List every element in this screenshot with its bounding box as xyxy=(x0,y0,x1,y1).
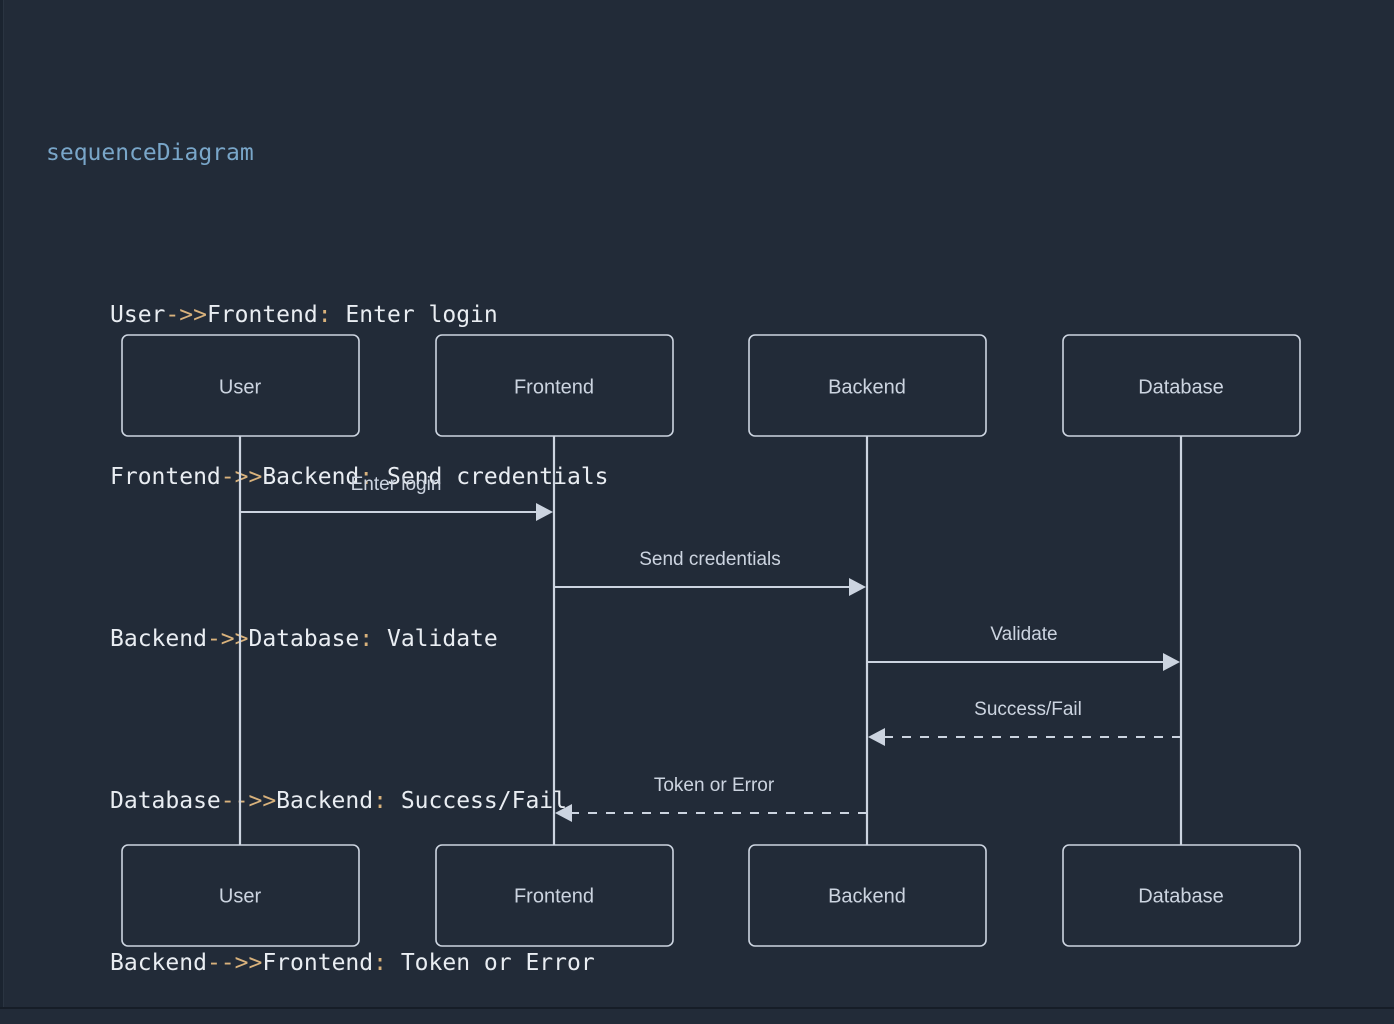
code-colon: : xyxy=(317,302,332,328)
code-line-5: Backend-->>Frontend: Token or Error xyxy=(46,943,609,984)
message-label: Enter login xyxy=(351,474,442,495)
arrowhead-right-icon xyxy=(536,503,553,521)
code-actor-from: Backend xyxy=(110,626,207,652)
actor-rect[interactable] xyxy=(748,334,987,437)
message-success-fail[interactable]: Success/Fail xyxy=(868,699,1181,746)
actor-rect[interactable] xyxy=(121,334,360,437)
actor-rect[interactable] xyxy=(435,334,674,437)
arrowhead-right-icon xyxy=(1163,653,1180,671)
actor-box-frontend-bottom[interactable]: Frontend xyxy=(435,844,674,947)
code-message: Validate xyxy=(373,626,498,652)
message-label: Validate xyxy=(990,624,1057,645)
lifelines xyxy=(238,435,1183,848)
message-enter-login[interactable]: Enter login xyxy=(240,474,553,521)
code-arrow-op: -->> xyxy=(220,788,277,814)
actor-label-database-bottom: Database xyxy=(1138,885,1224,907)
arrowhead-left-icon xyxy=(868,728,885,746)
code-arrow-op: ->> xyxy=(220,464,263,490)
code-actor-from: Database xyxy=(110,788,221,814)
actor-box-database-bottom[interactable]: Database xyxy=(1062,844,1301,947)
code-message: Enter login xyxy=(331,302,498,328)
code-arrow-op: ->> xyxy=(165,302,207,328)
message-send-credentials[interactable]: Send credentials xyxy=(554,549,866,596)
code-line-2: Frontend->>Backend: Send credentials xyxy=(46,457,609,498)
actor-rect[interactable] xyxy=(1062,334,1301,437)
actor-label-user-bottom: User xyxy=(219,885,262,907)
code-message: Send credentials xyxy=(373,464,609,490)
actor-label-user-top: User xyxy=(219,376,262,398)
actor-label-frontend-bottom: Frontend xyxy=(514,885,594,907)
messages[interactable]: Enter login Send credentials Validate Ba… xyxy=(240,474,1181,822)
arrowhead-left-icon xyxy=(555,804,572,822)
code-actor-to: Backend xyxy=(262,464,360,490)
actor-box-frontend-top[interactable]: Frontend xyxy=(435,334,674,437)
message-validate[interactable]: Validate xyxy=(867,624,1180,671)
message-token-or-error[interactable]: Token or Error xyxy=(555,775,867,822)
code-arrow-op: ->> xyxy=(206,626,249,652)
code-colon: : xyxy=(373,788,387,814)
code-actor-to: Frontend xyxy=(206,302,318,328)
code-actor-from: User xyxy=(110,302,166,328)
code-actor-to: Frontend xyxy=(262,950,374,976)
message-label: Success/Fail xyxy=(974,699,1082,720)
code-colon: : xyxy=(359,626,374,652)
code-line-3: Backend->>Database: Validate xyxy=(46,619,609,660)
bottom-edge-rail xyxy=(0,1007,1394,1009)
code-actor-from: Backend xyxy=(110,950,207,976)
left-edge-rail xyxy=(0,0,4,1009)
mermaid-source-code[interactable]: sequenceDiagram User->>Frontend: Enter l… xyxy=(46,52,609,1024)
actor-label-frontend-top: Frontend xyxy=(514,376,594,398)
code-line-1: User->>Frontend: Enter login xyxy=(46,295,609,336)
code-colon: : xyxy=(373,950,387,976)
code-actor-to: Database xyxy=(248,626,360,652)
actor-label-backend-bottom: Backend xyxy=(828,885,906,907)
code-line-4: Database-->>Backend: Success/Fail xyxy=(46,781,609,822)
arrowhead-right-icon xyxy=(849,578,866,596)
actor-label-backend-top: Backend xyxy=(828,376,906,398)
actor-box-backend-top[interactable]: Backend xyxy=(748,334,987,437)
code-colon: : xyxy=(359,464,374,490)
actor-rect[interactable] xyxy=(748,844,987,947)
code-line-keyword: sequenceDiagram xyxy=(46,133,609,174)
code-actor-from: Frontend xyxy=(110,464,221,490)
actor-label-database-top: Database xyxy=(1138,376,1224,398)
code-message: Token or Error xyxy=(386,950,595,976)
message-label: Send credentials xyxy=(639,549,781,570)
actor-boxes-bottom[interactable]: User Frontend Backend Database xyxy=(121,844,1301,947)
actor-rect[interactable] xyxy=(1062,844,1301,947)
actor-rect[interactable] xyxy=(435,844,674,947)
message-label: Token or Error xyxy=(654,775,775,796)
keyword-sequencediagram: sequenceDiagram xyxy=(46,140,254,166)
code-arrow-op: -->> xyxy=(206,950,263,976)
actor-boxes-top[interactable]: User Frontend Backend Database xyxy=(121,334,1301,437)
code-message: Success/Fail xyxy=(386,788,567,814)
actor-box-user-top[interactable]: User xyxy=(121,334,360,437)
actor-rect[interactable] xyxy=(121,844,360,947)
actor-box-user-bottom[interactable]: User xyxy=(121,844,360,947)
actor-box-backend-bottom[interactable]: Backend xyxy=(748,844,987,947)
code-actor-to: Backend xyxy=(276,788,374,814)
actor-box-database-top[interactable]: Database xyxy=(1062,334,1301,437)
